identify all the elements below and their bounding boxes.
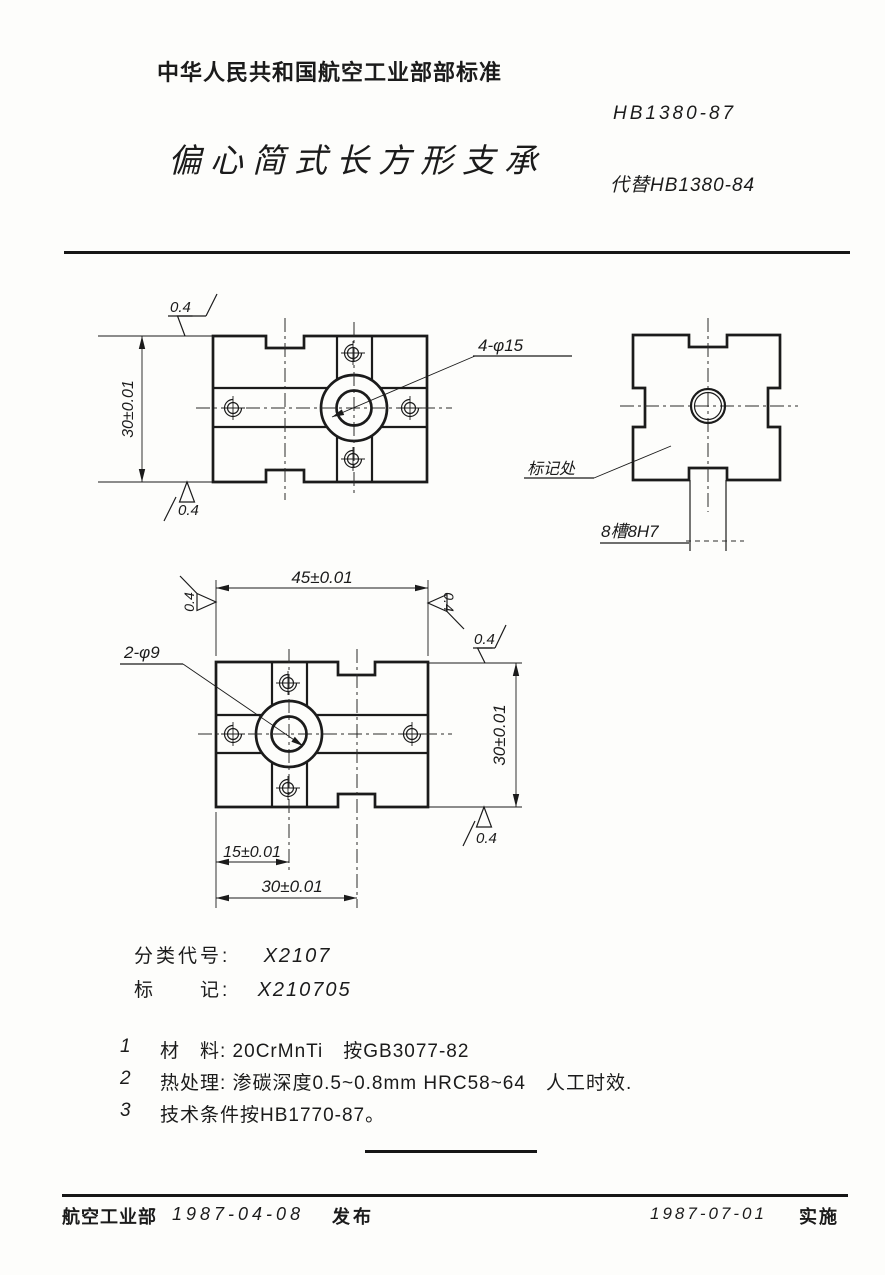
note-text: 技术条件按HB1770-87。: [160, 1105, 386, 1126]
slot-projection: [686, 480, 744, 551]
note-number: 3: [120, 1100, 131, 1121]
technical-drawing: 30±0.01 0.4 0.4 4-φ15: [98, 293, 798, 908]
footer-impl-label: 实施: [799, 1207, 839, 1227]
part-outline: [631, 333, 782, 482]
dimension-top-height: 30±0.01: [428, 662, 522, 808]
finish-value: 0.4: [476, 830, 497, 847]
surface-finish-mark: 0.4: [163, 480, 199, 522]
center-hole-inner: [693, 391, 723, 421]
classification-row: 分类代号: X2107: [134, 941, 331, 968]
marking-value: X210705: [257, 979, 352, 1001]
footer-issue-date: 1987-04-08: [172, 1204, 305, 1224]
finish-value: 0.4: [441, 592, 457, 612]
slot-dim-text: 8槽8H7: [601, 522, 659, 541]
mark-label: 标记处: [527, 460, 576, 478]
dimension-front-height: 30±0.01: [98, 335, 213, 483]
footer-issue-label: 发布: [332, 1207, 374, 1227]
doc-title: 偏心简式长方形支承: [168, 142, 546, 179]
marking-label: 标 记:: [134, 980, 231, 1001]
dimension-hole-offset: 15±0.01: [215, 812, 289, 908]
footer-impl-date: 1987-07-01: [650, 1204, 767, 1223]
finish-value: 0.4: [181, 592, 197, 612]
dimension-top-width: 45±0.01: [215, 568, 429, 656]
surface-finish-mark: 0.4: [462, 805, 497, 847]
dim-text: 30±0.01: [120, 380, 137, 438]
surface-finish-mark: 0.4: [473, 624, 507, 664]
marking-row: 标 记: X210705: [134, 975, 352, 1002]
standard-body-name: 中华人民共和国航空工业部部标准: [157, 60, 503, 85]
dim-text: 30±0.01: [261, 877, 322, 896]
center-hole-inner: [270, 715, 308, 753]
surface-finish-mark: 0.4: [168, 293, 218, 337]
part-outline: [211, 334, 429, 484]
note-number: 2: [120, 1068, 131, 1089]
note-number: 1: [120, 1036, 131, 1057]
replaces-note: 代替HB1380-84: [610, 175, 756, 196]
footer-divider: [62, 1194, 848, 1197]
surface-finish-mark: 0.4: [179, 575, 218, 612]
mark-location-callout: 标记处: [524, 445, 672, 479]
dim-text: 45±0.01: [291, 568, 352, 587]
center-hole-outer: [689, 387, 727, 425]
dimension-slot: 8槽8H7: [600, 522, 689, 544]
finish-value: 0.4: [178, 502, 199, 519]
screw-hole: [341, 447, 365, 471]
surface-finish-mark: 0.4: [426, 592, 465, 630]
finish-value: 0.4: [170, 299, 191, 316]
hole-label: 4-φ15: [478, 336, 524, 355]
notes-divider: [365, 1150, 537, 1153]
hole-callout: 4-φ15: [331, 336, 572, 418]
finish-value: 0.4: [474, 631, 495, 648]
dim-text: 30±0.01: [490, 704, 509, 765]
hole-label: 2-φ9: [123, 643, 160, 662]
classification-value: X2107: [263, 945, 332, 967]
top-view: 45±0.01 30±0.01 15±0.01: [120, 568, 522, 908]
dim-text: 15±0.01: [223, 844, 281, 861]
screw-hole: [221, 396, 245, 420]
dimension-slot-offset: 30±0.01: [216, 877, 357, 902]
note-text: 材 料: 20CrMnTi 按GB3077-82: [160, 1041, 470, 1062]
header-divider: [64, 251, 850, 254]
standard-number: HB1380-87: [613, 103, 737, 124]
front-view: 30±0.01 0.4 0.4 4-φ15: [98, 293, 572, 522]
footer-org: 航空工业部: [62, 1207, 157, 1227]
note-text: 热处理: 渗碳深度0.5~0.8mm HRC58~64 人工时效.: [160, 1073, 633, 1094]
screw-hole: [341, 341, 365, 365]
classification-label: 分类代号:: [134, 946, 231, 967]
screw-hole: [400, 722, 424, 746]
screw-hole: [398, 396, 422, 420]
screw-hole: [221, 722, 245, 746]
side-view: 8槽8H7 标记处: [524, 318, 798, 551]
screw-hole: [276, 671, 300, 695]
screw-hole: [276, 776, 300, 800]
hole-callout: 2-φ9: [120, 643, 304, 747]
center-hole-inner: [335, 389, 373, 427]
